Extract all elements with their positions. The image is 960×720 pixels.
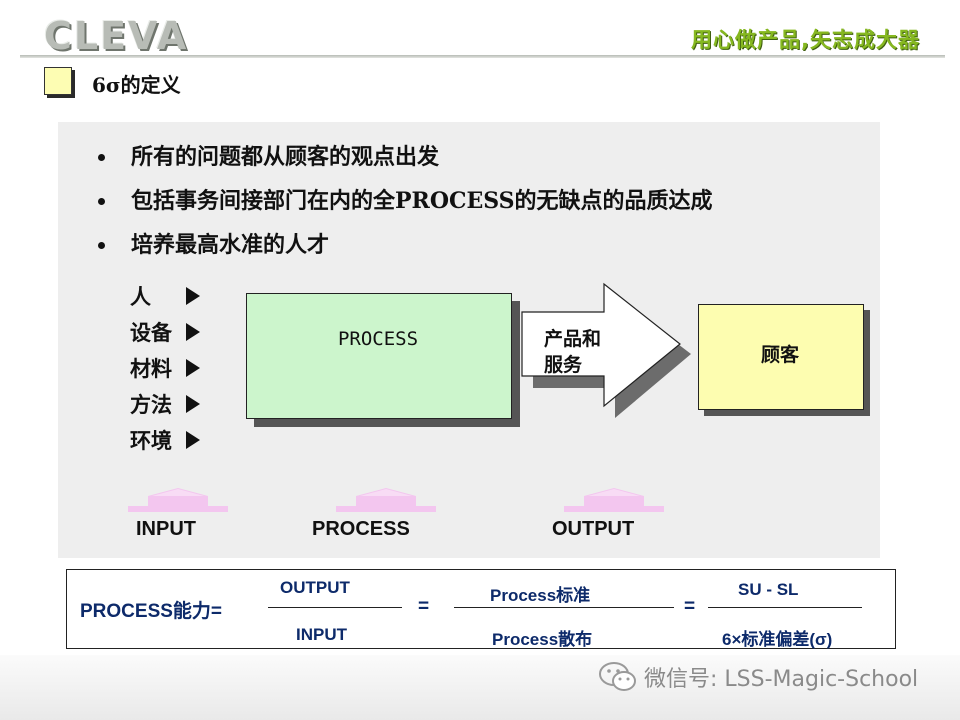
- customer-box: [698, 304, 864, 410]
- triangle-right-icon: [186, 323, 200, 341]
- fraction2-denominator: Process散布: [492, 630, 593, 649]
- fraction1-denominator: INPUT: [296, 625, 347, 644]
- fraction2-numerator: Process标准: [490, 586, 591, 605]
- slide-title: 6σ的定义: [92, 73, 181, 97]
- up-arrow-icon: [336, 488, 436, 512]
- output-label: OUTPUT: [552, 518, 635, 540]
- slogan: 用心做产品,矢志成大器: [691, 28, 920, 52]
- bullet-text: 培养最高水准的人才: [131, 232, 330, 258]
- factor-item: 人: [130, 278, 210, 314]
- arrow-label-line: 服务: [544, 354, 583, 376]
- triangle-right-icon: [186, 431, 200, 449]
- equals-sign: =: [418, 596, 430, 617]
- fraction1-numerator: OUTPUT: [280, 578, 350, 597]
- input-label: INPUT: [136, 518, 196, 540]
- process-box-label: PROCESS: [337, 328, 419, 350]
- bullet-item: 培养最高水准的人才: [98, 223, 713, 267]
- process-label: PROCESS: [312, 518, 410, 540]
- bullet-dot-icon: [98, 197, 105, 205]
- equals-sign: =: [684, 596, 696, 617]
- factor-label: 人: [130, 284, 151, 309]
- triangle-right-icon: [186, 395, 200, 413]
- factor-item: 材料: [130, 350, 210, 386]
- factor-label: 环境: [130, 428, 172, 453]
- formula-box: [66, 569, 896, 649]
- fraction1-bar: [268, 607, 402, 608]
- triangle-right-icon: [186, 359, 200, 377]
- fraction3-numerator: SU - SL: [738, 580, 799, 599]
- fraction3-denominator: 6×标准偏差(σ): [722, 630, 833, 649]
- bullet-item: 所有的问题都从顾客的观点出发: [98, 135, 713, 179]
- bullet-item: 包括事务间接部门在内的全PROCESS的无缺点的品质达成: [98, 179, 713, 223]
- arrow-label-line: 产品和: [544, 328, 602, 350]
- factor-item: 方法: [130, 386, 210, 422]
- input-factors: 人 设备 材料 方法 环境: [130, 278, 210, 458]
- factor-item: 环境: [130, 422, 210, 458]
- factor-item: 设备: [130, 314, 210, 350]
- formula-lhs: PROCESS能力=: [80, 601, 223, 622]
- watermark-text: 微信号: LSS-Magic-School: [644, 667, 919, 692]
- header-divider: [20, 55, 945, 58]
- up-arrow-icon: [128, 488, 228, 512]
- customer-box-label: 顾客: [760, 344, 799, 366]
- bullet-text: 包括事务间接部门在内的全PROCESS的无缺点的品质达成: [131, 188, 713, 214]
- arrow-label: 产品和 服务: [544, 326, 634, 378]
- up-arrow-icon: [564, 488, 664, 512]
- triangle-right-icon: [186, 287, 200, 305]
- title-marker-icon: [44, 67, 72, 95]
- watermark-band: [0, 655, 960, 720]
- fraction3-bar: [708, 607, 862, 608]
- cleva-logo: CLEVA: [44, 14, 189, 58]
- wechat-icon: [599, 662, 636, 691]
- bullet-list: 所有的问题都从顾客的观点出发 包括事务间接部门在内的全PROCESS的无缺点的品…: [98, 135, 713, 267]
- fraction2-bar: [454, 607, 674, 608]
- factor-label: 设备: [130, 320, 172, 345]
- bullet-dot-icon: [98, 241, 105, 249]
- factor-label: 材料: [130, 356, 172, 381]
- bullet-dot-icon: [98, 153, 105, 161]
- output-arrow-icon: [521, 282, 691, 418]
- process-box: [246, 293, 512, 419]
- bullet-text: 所有的问题都从顾客的观点出发: [131, 144, 440, 170]
- factor-label: 方法: [130, 392, 172, 417]
